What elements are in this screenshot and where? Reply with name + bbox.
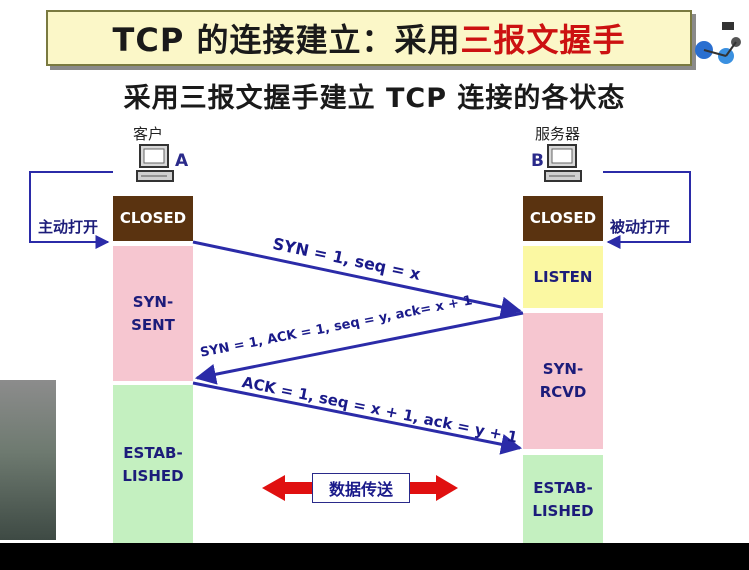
server-state-established: ESTAB- LISHED [523, 455, 603, 545]
presenter-video-thumbnail [0, 380, 56, 540]
active-open-bracket [29, 171, 113, 249]
data-transfer-label: 数据传送 [312, 473, 410, 503]
client-state-established: ESTAB- LISHED [113, 385, 193, 545]
passive-open-label: 被动打开 [610, 218, 671, 236]
client-computer-icon [136, 144, 174, 182]
ack-arrow [192, 381, 523, 455]
bottom-black-bar [0, 543, 749, 570]
title-highlight: 三报文握手 [460, 21, 626, 59]
network-logo-icon [695, 22, 741, 64]
active-open-label: 主动打开 [38, 218, 99, 236]
syn-arrow [192, 240, 523, 318]
server-state-syn-rcvd: SYN- RCVD [523, 313, 603, 449]
client-state-closed: CLOSED [113, 196, 193, 241]
syn-ack-arrow [194, 311, 524, 385]
client-state-syn-sent: SYN- SENT [113, 246, 193, 381]
subtitle: 采用三报文握手建立 TCP 连接的各状态 [123, 83, 626, 114]
server-computer-icon [544, 144, 582, 182]
server-state-listen: LISTEN [523, 246, 603, 308]
client-letter: A [175, 151, 189, 171]
server-letter: B [531, 151, 544, 171]
server-label: 服务器 [535, 125, 581, 143]
client-label: 客户 [133, 125, 164, 143]
title-banner: TCP 的连接建立：采用三报文握手 [46, 10, 692, 66]
server-state-closed: CLOSED [523, 196, 603, 241]
title-prefix: TCP 的连接建立：采用 [112, 21, 461, 59]
passive-open-bracket [603, 171, 691, 249]
